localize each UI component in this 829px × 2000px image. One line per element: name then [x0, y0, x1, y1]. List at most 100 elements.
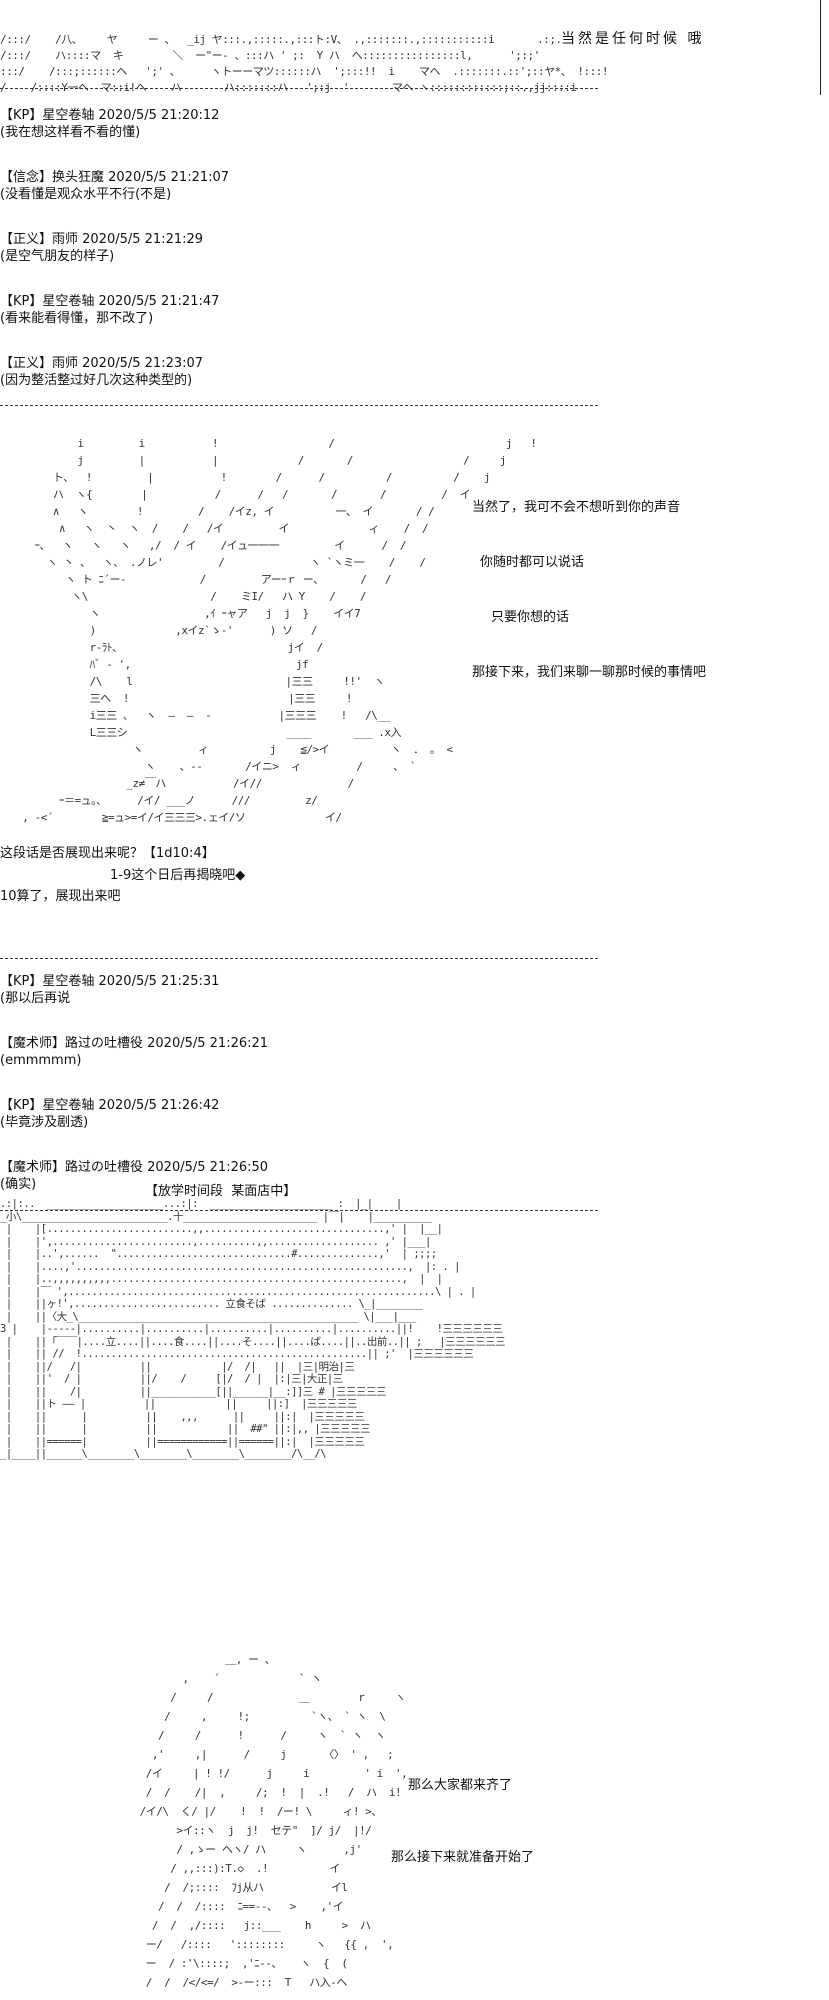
art-line: | ||======| ||============||======||:| |… [0, 1435, 365, 1448]
characters-ascii-art: ＿, ー 、 , ´ ` ヽ / / ＿ r ヽ / , !; `ヽ、 ` ヽ … [60, 1650, 408, 1992]
art-line: 三ヘ ! |三三 ! [10, 692, 353, 705]
art-line: j | | / / / j [10, 454, 506, 467]
top-dialog: 当然是任何时候 哦 [561, 31, 705, 47]
noodle-shop-ascii-art: .:|:.. ____________________...:|: ______… [0, 1198, 506, 1461]
art-line: ∧ ヽ ! / /イz, イ 一、 イ / / [10, 505, 435, 518]
scene-ascii-art: i i ! / j ! j | | / / / j ト、 ! | ! / [10, 435, 537, 826]
art-line: | ||' / | ||/ / [|/ / | |:|三|大正|三 [0, 1373, 343, 1385]
art-line: | ||〈大_\________________________________… [0, 1310, 417, 1323]
message-header: 【正义】雨师 2020/5/5 21:21:29 [0, 232, 204, 247]
art-line: ) ,xイz`ゝ-' ) ソ / [10, 624, 318, 637]
art-line: r-ﾗﾄ、 jイ / [10, 641, 324, 654]
dice-roll-line: 这段话是否展现出来呢？【1d10:4】 [0, 846, 215, 861]
divider [0, 958, 598, 959]
art-line: ＿, ー 、 [60, 1653, 276, 1666]
message-body: (我在想这样看不看的懂) [0, 125, 141, 140]
art-line: , ´ ` ヽ [60, 1672, 322, 1685]
art-line: ｰ、 ヽ ヽ ヽ ,/ / イ /イュ一一一 イ / / [10, 539, 407, 552]
art-line: ∧ ヽ 丶 ヽ / / /イ イ ィ / / [10, 522, 429, 535]
message-body: (那以后再说 [0, 991, 71, 1006]
art-line: / / /:::: ﾆ==--、 > ,'イ [60, 1900, 344, 1913]
chat-message: 【KP】星空卷轴 2020/5/5 21:20:12 (我在想这样看不看的懂) [0, 107, 229, 141]
divider [0, 88, 598, 89]
chat-message: 【魔术师】路过の吐槽役 2020/5/5 21:26:50 (确实) [0, 1159, 268, 1193]
art-line: ヽ 丶 、 ヽ、 .ノレ' / ヽ `ヽミ一 / / [10, 556, 426, 569]
scene-dialog-3: 只要你想的话 [491, 610, 570, 625]
art-line: , -<´ ≧=ュ>=イ/イ三三三>.ェイ/ソ イ/ [10, 811, 342, 824]
scene-dialog-1: 当然了，我可不会不想听到你的声音 [472, 500, 681, 515]
message-header: 【正义】雨师 2020/5/5 21:23:07 [0, 356, 204, 371]
art-line: | |',........................,..........… [0, 1235, 431, 1248]
art-line: .:|:.. ____________________...:|: ______… [0, 1198, 402, 1210]
art-line: ハ ヽ{ | / / / / / / イ [10, 488, 471, 501]
divider [0, 405, 598, 406]
art-line: i i ! / j ! [10, 437, 537, 450]
art-line: | |..',...... ".........................… [0, 1248, 437, 1260]
scene-dialog-2: 你随时都可以说话 [480, 555, 585, 570]
art-line: / / /</<=/ >‐ー::: T ハ入-ヘ [60, 1976, 348, 1989]
divider [0, 1210, 598, 1211]
art-line: ,' ,| / j 〈〉 ' , ; [60, 1748, 394, 1761]
art-line: / / ,/:::: j::___ h > ハ [60, 1919, 371, 1932]
art-line: ｰ＝=ュ。、 /イ/ ___ノ /// z/ [10, 794, 318, 807]
message-header: 【KP】星空卷轴 2020/5/5 21:20:12 [0, 108, 220, 123]
art-line: ﾊﾞ - ', jf [10, 658, 309, 671]
art-line: _z≠￣ハ /イ// / [10, 777, 354, 790]
art-line: | || /| ||___________[||______|__:]]三 # … [0, 1385, 387, 1398]
chat-log-2: 【KP】星空卷轴 2020/5/5 21:25:31 (那以后再说 【魔术师】路过… [0, 973, 268, 1221]
message-header: 【魔术师】路过の吐槽役 2020/5/5 21:26:21 [0, 1036, 269, 1051]
art-line: 3 | |-----|..........|..........|.......… [0, 1323, 503, 1335]
message-body: (emmmmm) [0, 1053, 82, 1068]
art-line: ヽ ィ j ≦/>イ ヽ ． 。 < [10, 743, 453, 756]
art-line: / / ＿ r ヽ [60, 1691, 406, 1704]
message-header: 【KP】星空卷轴 2020/5/5 21:26:42 [0, 1098, 220, 1113]
message-body: (看来能看得懂，那不改了) [0, 311, 154, 326]
dice-result-line: 10算了，展现出来吧 [0, 889, 121, 904]
message-body: (没看懂是观众水平不行(不是) [0, 187, 172, 202]
chat-message: 【正义】雨师 2020/5/5 21:23:07 (因为整活整过好几次这种类型的) [0, 355, 229, 389]
art-line: _小\_________________________.十__________… [0, 1210, 432, 1223]
art-line: /イ/\ く/ |/ ! ! /ー! \ ィ! >、 [60, 1805, 383, 1818]
chat-message: 【KP】星空卷轴 2020/5/5 21:21:47 (看来能看得懂，那不改了) [0, 293, 229, 327]
top-ascii-art: /:::/ /八、 ヤ ー 、 _ij ヤ:::.,:::::.,:::ト:V、… [0, 33, 608, 94]
art-line: | ||「￣￣|....立....||....食....||....そ....|… [0, 1335, 506, 1348]
message-body: (确实) [0, 1177, 37, 1192]
scene-dialog-4: 那接下来，我们来聊一聊那时候的事情吧 [472, 665, 707, 680]
art-line: / ,,:::):T.◇ .! イ [60, 1862, 340, 1875]
art-line: / / /| , /; ! | .! / ハ i! [60, 1786, 402, 1799]
art-line: ー/ /:::: ':::::::: ヽ {{ , ', [60, 1938, 394, 1951]
art-line: | || // !...............................… [0, 1348, 474, 1360]
art-line: | |[.........................,,.........… [0, 1223, 443, 1235]
art-line: | || | || || ##" ||:|,, |三三三三三 [0, 1423, 371, 1435]
message-header: 【KP】星空卷轴 2020/5/5 21:21:47 [0, 294, 220, 309]
art-line: ト、 ! | ! / / / / j [10, 471, 491, 484]
art-line: / ,ゝー ヘヽ/ ハ ヽ ,j' [60, 1843, 362, 1856]
art-line: ヽ 、-‐ /イニ> ィ / 、 ` [10, 760, 422, 773]
chat-message: 【魔术师】路过の吐槽役 2020/5/5 21:26:21 (emmmmm) [0, 1035, 268, 1069]
art-line: | |..,,,,,,,,,,.........................… [0, 1273, 443, 1285]
message-header: 【信念】换头狂魔 2020/5/5 21:21:07 [0, 170, 230, 185]
art-line: | |￣ ',.................................… [0, 1285, 476, 1298]
art-line: L三三シ ____ ___ .x入 [10, 726, 402, 739]
art-line: | ||ヶ!',......................... 立食そば .… [0, 1298, 423, 1310]
chat-message: 【正义】雨师 2020/5/5 21:21:29(是空气朋友的样子) [0, 231, 229, 265]
message-body: (因为整活整过好几次这种类型的) [0, 373, 193, 388]
chat-message: 【信念】换头狂魔 2020/5/5 21:21:07 (没看懂是观众水平不行(不是… [0, 169, 229, 203]
art-line: ヽ\ / ミI/ ハ Y / / [10, 590, 366, 603]
art-line: ー / :'\::::; ,'ﾆ‐-、 ヽ { ( [60, 1957, 348, 1970]
art-line: ヽ ,ｲ ｰャア j j } イイ7 [10, 607, 361, 620]
art-line: i三三 、 ヽ ― ― ‐ |三三三 ! /\__ [10, 709, 391, 722]
art-line: | || | || ,,, || ||:| |三三三三三 [0, 1410, 365, 1423]
message-header: 【KP】星空卷轴 2020/5/5 21:25:31 [0, 974, 220, 989]
art-line: >イ::ヽ j j! セテ" ]/ j/ |!/ [60, 1824, 372, 1837]
art-line: / /;:::: ﾌj从ハ イl [60, 1881, 348, 1894]
message-header: 【魔术师】路过の吐槽役 2020/5/5 21:26:50 [0, 1160, 269, 1175]
scrollbar-edge [820, 0, 821, 95]
dice-result-line: 1-9这个日后再揭晓吧◆ [110, 868, 246, 883]
art-line: /イ | ! !/ j i ' i ', [60, 1767, 408, 1780]
chat-log-1: 【KP】星空卷轴 2020/5/5 21:20:12 (我在想这样看不看的懂) 【… [0, 107, 229, 417]
chat-message: 【KP】星空卷轴 2020/5/5 21:26:42(毕竟涉及剧透) [0, 1097, 268, 1131]
closing-dialog-2: 那么接下来就准备开始了 [391, 1850, 535, 1865]
art-line: _|____||______\________\________\_______… [0, 1448, 327, 1460]
art-line: ヽ ト ﾆ´ー- / アーｰｒ ー、 / / [10, 573, 391, 586]
